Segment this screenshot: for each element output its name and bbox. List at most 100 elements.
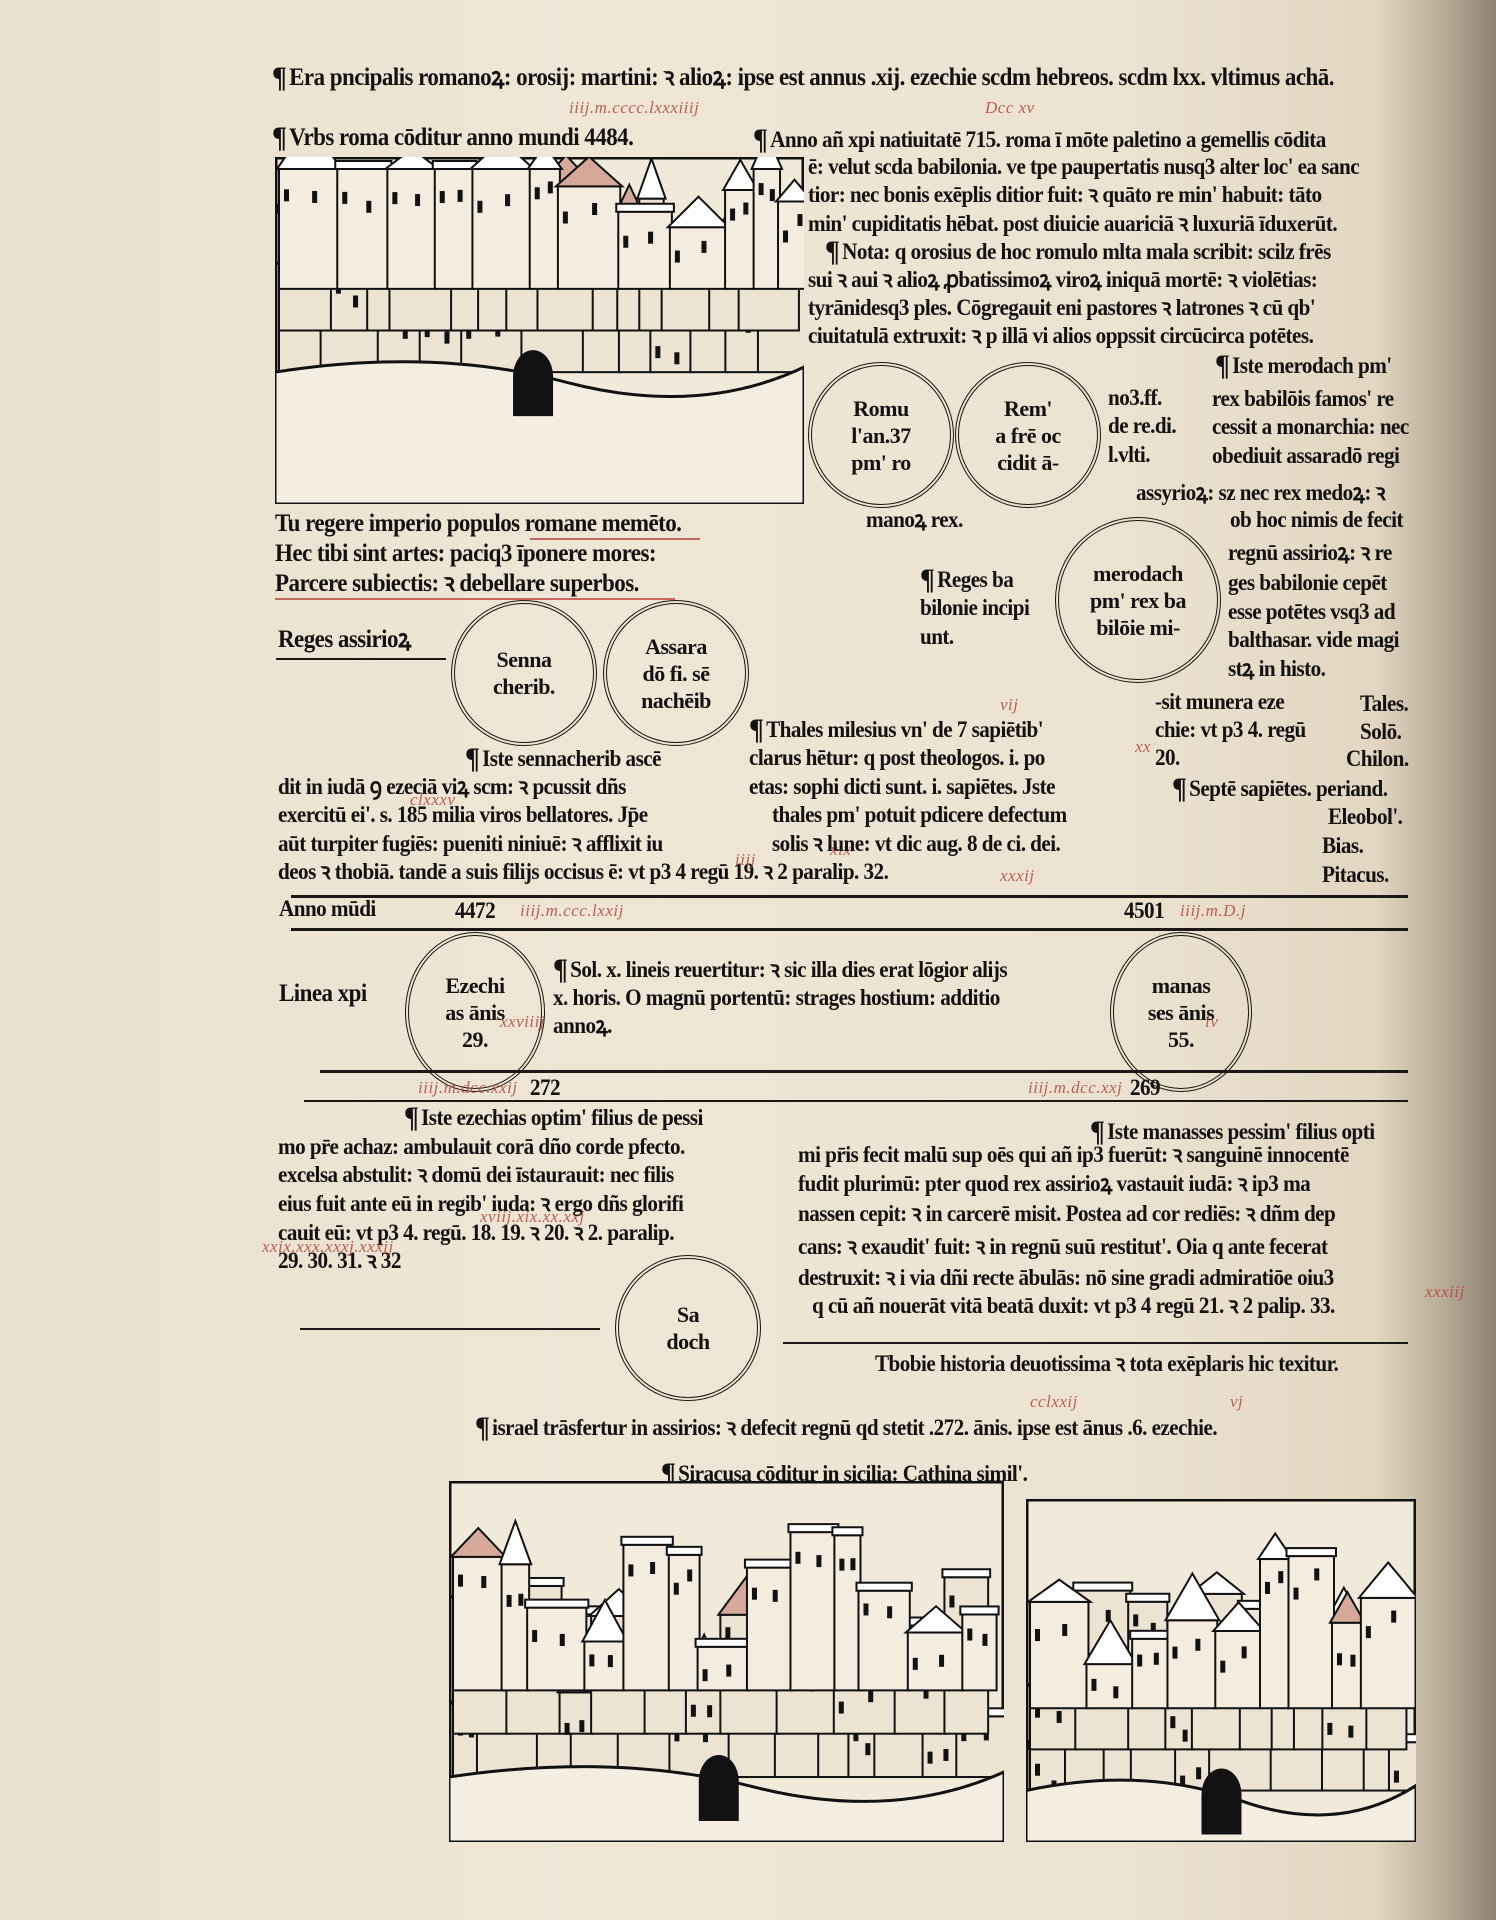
- marginal-note: clxxxv: [410, 790, 456, 809]
- window: [402, 326, 408, 339]
- woodcut-rome: [275, 157, 804, 504]
- window: [481, 1576, 487, 1589]
- window: [725, 1627, 731, 1640]
- building: [336, 168, 391, 290]
- senna-line: ¶Iste sennacherib ascē: [465, 742, 662, 775]
- merodach-line: esse potētes vsq3 ad: [1228, 599, 1396, 624]
- window: [865, 1743, 871, 1756]
- building: [500, 1563, 531, 1692]
- window: [703, 1730, 709, 1743]
- window: [366, 200, 372, 213]
- pilcrow-icon: ¶: [1215, 349, 1230, 382]
- merodach-line: cessit a monarchia: nec: [1212, 414, 1409, 439]
- window: [505, 194, 511, 207]
- marginal-note: xxviiij: [500, 1012, 546, 1031]
- verse-line: Hec tibi sint artes: paciq3 īponere more…: [275, 540, 657, 567]
- gate: [513, 350, 554, 417]
- pilcrow-icon: ¶: [920, 563, 935, 596]
- roof: [525, 157, 564, 170]
- roof: [750, 157, 784, 170]
- reges-babilonie: unt.: [920, 624, 954, 649]
- building: [752, 168, 782, 290]
- battlement: [743, 1558, 796, 1569]
- gate: [698, 1755, 739, 1822]
- roof: [553, 157, 625, 188]
- window: [839, 1558, 845, 1571]
- roof: [1082, 1618, 1138, 1666]
- window: [1327, 1722, 1333, 1735]
- marginal-note: Dcc xv: [985, 98, 1035, 117]
- merodach-line: obediuit assaradō regi: [1212, 443, 1400, 468]
- thobie-line: Tbobie historia deuotissima ꝛ tota exēpl…: [875, 1351, 1339, 1376]
- marginal-note: iiij.m.D.j: [1180, 901, 1246, 920]
- pilcrow-icon: ¶: [753, 123, 768, 156]
- roof: [1256, 1531, 1295, 1561]
- window: [547, 181, 553, 194]
- pilcrow-icon: ¶: [404, 1101, 419, 1134]
- count-272: 272: [530, 1075, 561, 1100]
- window: [1105, 1609, 1111, 1622]
- marginal-note: xviij.xix.xx.xxj: [480, 1207, 585, 1226]
- anno-line: ¶Anno añ xpi natiuitatē 715. roma ī mōte…: [753, 123, 1326, 156]
- roof: [721, 157, 760, 191]
- battlement: [1125, 1592, 1171, 1603]
- building: [724, 188, 757, 290]
- window: [1241, 1646, 1247, 1659]
- manasses-line: fudit plurimū: pter quod rex assirioꝝ va…: [798, 1171, 1311, 1196]
- window: [1035, 1629, 1040, 1642]
- battlement: [1285, 1547, 1337, 1558]
- year-4501: 4501: [1124, 898, 1165, 923]
- merodach-line: balthasar. vide magi: [1228, 627, 1400, 652]
- sol-line: x. horis. O magnū portentū: strages host…: [553, 985, 1000, 1010]
- building: [1131, 1637, 1171, 1710]
- window: [707, 1705, 713, 1718]
- window: [589, 1654, 595, 1667]
- munera-line: -sit munera eze: [1155, 689, 1285, 714]
- munera-line: 20.: [1155, 745, 1180, 770]
- sol-line: ¶Sol. x. lineis reuertitur: ꝛ sic illa d…: [553, 953, 1008, 986]
- building: [1029, 1600, 1090, 1710]
- window: [562, 211, 568, 224]
- window: [477, 200, 483, 213]
- roof: [903, 1604, 969, 1634]
- window: [1113, 1686, 1119, 1699]
- manasses-line: mi pr̄is fecit malū sup oēs qui añ ip3 f…: [798, 1142, 1349, 1167]
- manasses-line: destruxit: ꝛ i via dñi recte ābulās: nō …: [798, 1265, 1334, 1290]
- merodach-line: stꝝ in histo.: [1228, 656, 1326, 681]
- manasses-line: ¶Iste manasses pessim' filius opti: [1090, 1115, 1375, 1148]
- window: [1180, 1775, 1186, 1788]
- rome-heading: ¶Vrbs roma cōditur anno mundi 4484.: [272, 121, 634, 154]
- sage-name: Chilon.: [1346, 746, 1409, 771]
- building: [386, 168, 438, 290]
- ezechias-line: mo pr̄e achaz: ambulauit corā dño corde …: [278, 1134, 685, 1159]
- marginal-note: xxxiij: [1425, 1282, 1465, 1301]
- window: [534, 187, 540, 200]
- pilcrow-icon: ¶: [749, 713, 764, 746]
- window: [701, 240, 707, 253]
- window: [655, 346, 661, 359]
- window: [674, 352, 680, 365]
- anno-mundi-label: Anno mūdi: [279, 896, 376, 921]
- timeline-rule: [320, 1070, 1408, 1073]
- window: [518, 1593, 524, 1606]
- sage-name: Bias.: [1322, 833, 1364, 858]
- window: [1137, 1654, 1143, 1667]
- marginal-note: vij: [1000, 695, 1019, 714]
- roof: [665, 195, 732, 229]
- remus-note: no3.ff.: [1108, 385, 1162, 410]
- munera-line: chie: vt p3 4. regū: [1155, 717, 1306, 742]
- battlement: [334, 160, 393, 170]
- building: [696, 1645, 750, 1692]
- building: [745, 1566, 794, 1692]
- marginal-note: xix: [830, 840, 852, 859]
- marginal-note: iiij: [735, 850, 756, 869]
- window: [1278, 1571, 1284, 1584]
- pilcrow-icon: ¶: [825, 235, 840, 268]
- building: [433, 168, 476, 290]
- window: [961, 1729, 967, 1742]
- roof: [1356, 1560, 1416, 1599]
